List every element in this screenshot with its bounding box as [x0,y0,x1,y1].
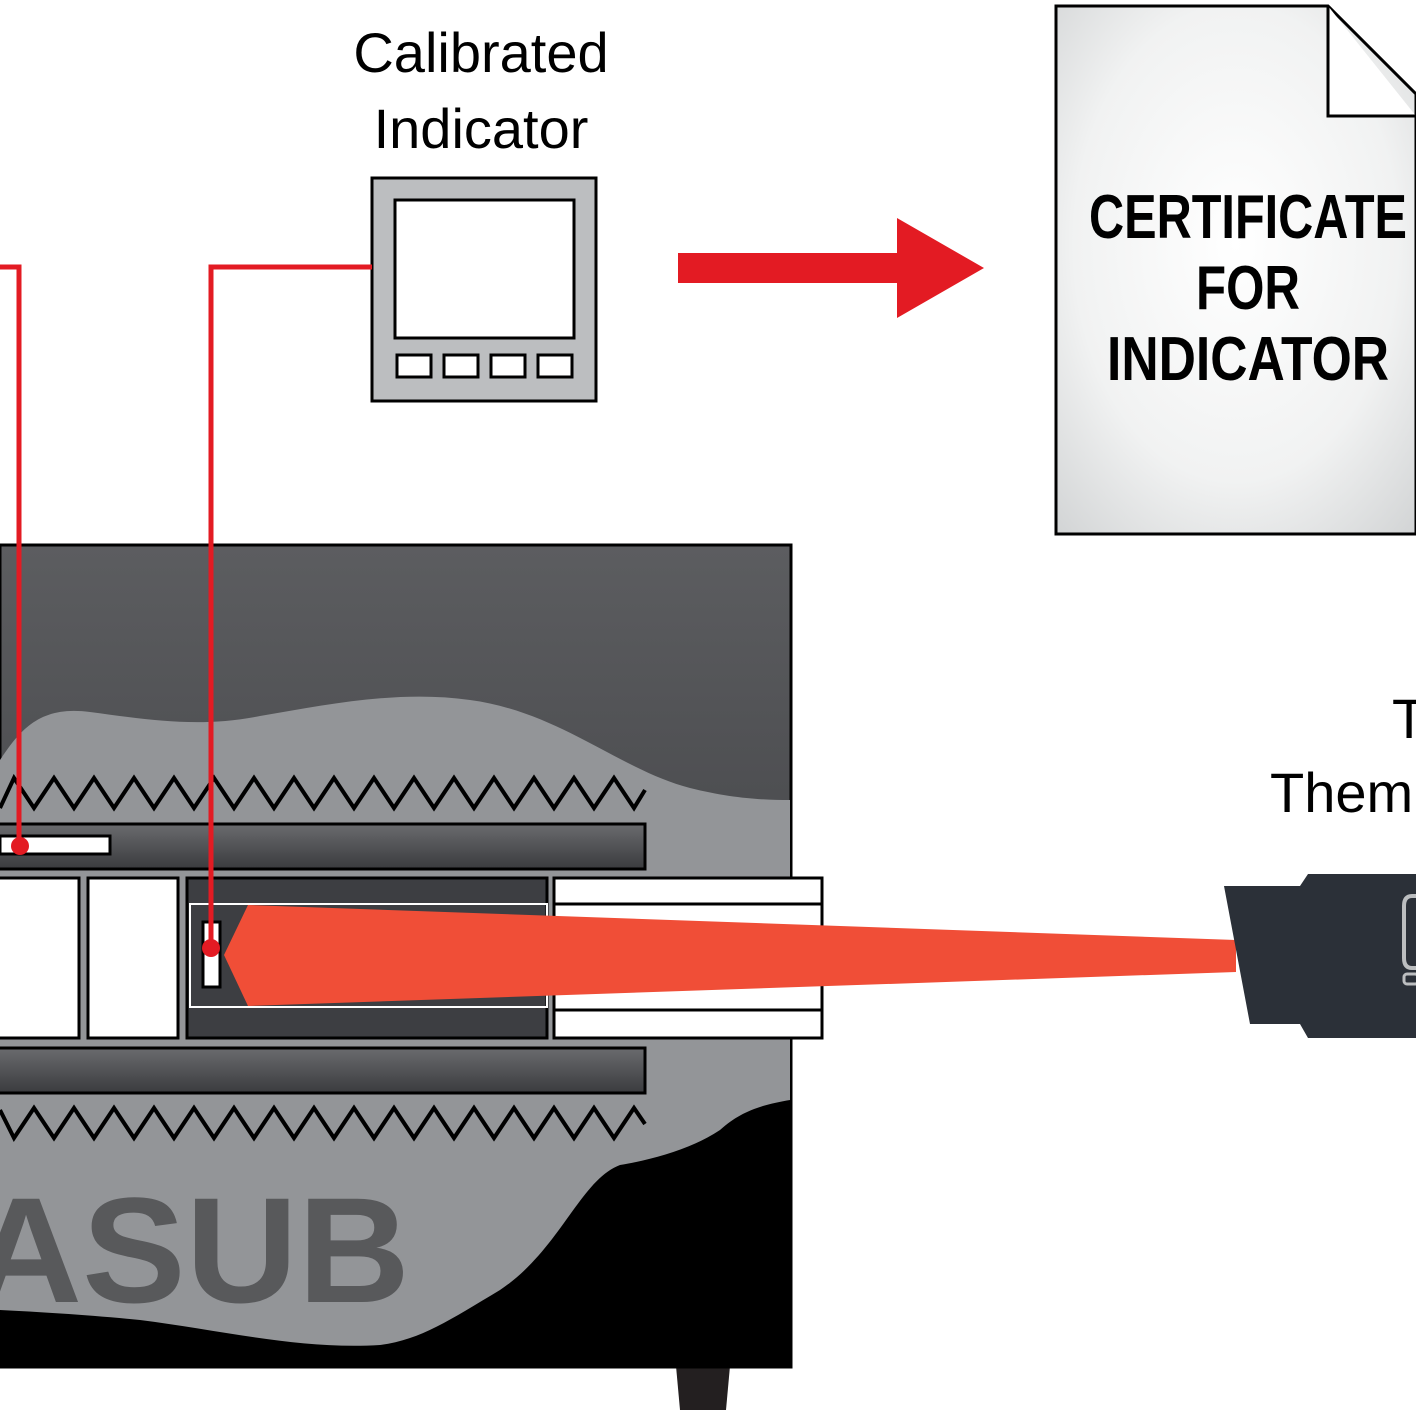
certificate-line1: CERTIFICATE [1089,183,1407,252]
reference-probe-junction [11,837,29,855]
thermometer-label-line1: T [1392,687,1416,750]
certificate-line3: INDICATOR [1107,325,1389,394]
indicator-wire [208,264,372,948]
page-fold-icon [1326,6,1416,118]
ir-thermometer [1224,874,1416,1038]
thermometer-label-line2: Them [1270,761,1413,824]
white-block-2 [86,876,180,1040]
white-block-1 [0,876,81,1040]
certificate-document: CERTIFICATE FOR INDICATOR [1054,4,1416,536]
indicator-screen [393,198,576,340]
certificate-line2: FOR [1196,254,1300,323]
indicator-label-line1: Calibrated [353,21,608,84]
indicator-button-1 [395,353,433,379]
thermometer-button [1402,972,1416,986]
furnace-logo: ASUB [0,1166,410,1334]
furnace-calibrator: ASUB [0,543,824,1410]
indicator-button-2 [442,353,480,379]
reference-probe-wire [0,264,22,846]
indicator-button-3 [489,353,527,379]
furnace-foot [676,1366,730,1410]
heater-coil-top [0,773,647,812]
lower-heater-tube [0,1046,647,1095]
infrared-beam [224,905,1236,1006]
thermometer-display-icon [1402,894,1416,970]
indicator-button-4 [536,353,574,379]
sensor-junction [202,939,220,957]
indicator-label-line2: Indicator [374,97,589,160]
arrow-right-icon [678,218,984,318]
heater-coil-bottom [0,1104,647,1142]
calibrated-indicator-device [370,176,598,403]
